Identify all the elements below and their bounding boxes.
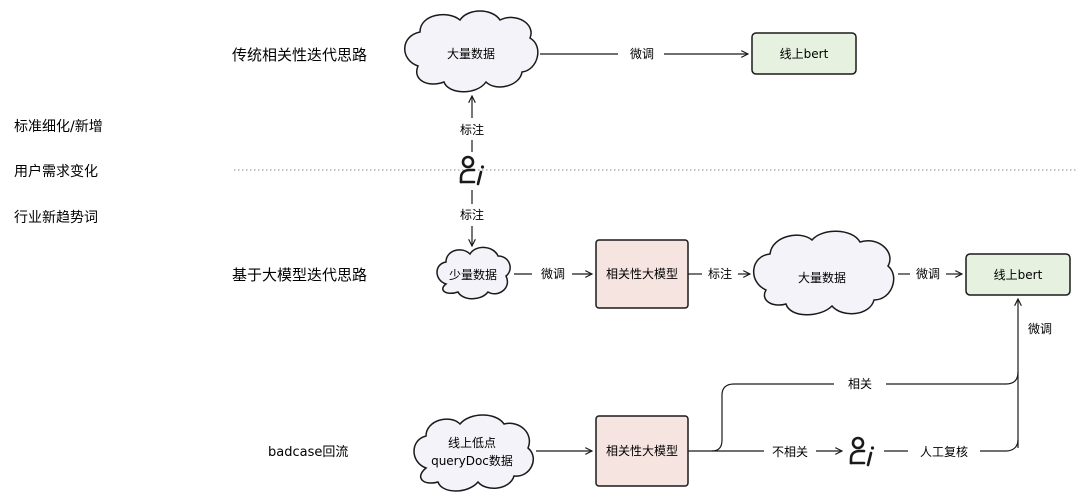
edge-mid-finetune1-label: 微调 [541,267,565,281]
reviewer-person-icon [849,436,875,467]
edge-annotate-up-label: 标注 [460,122,484,137]
edge-not-relevant-label: 不相关 [772,445,808,459]
edge-top-finetune-label: 微调 [630,47,654,61]
cloud-small-data-label: 少量数据 [449,267,497,282]
person-icon [459,155,485,186]
edge-manual-review-continued [980,439,1019,452]
edge-annotate-down-label: 标注 [460,207,484,222]
cloud-top-label: 大量数据 [447,46,495,61]
cloud-mid-large-data-label: 大量数据 [798,270,846,285]
box-bottom-llm-label: 相关性大模型 [606,444,678,458]
edge-vertical-finetune-label: 微调 [1028,322,1052,336]
edge-relevant [688,383,834,452]
box-top-online-bert-label: 线上bert [780,47,829,61]
edge-relevant-continued [886,371,1019,385]
label-standard-refine: 标准细化/新增 [14,119,103,135]
cloud-online-low-data-line1: 线上低点 [448,436,496,450]
label-user-demand: 用户需求变化 [14,163,98,180]
cloud-online-low-data [413,414,534,492]
edge-relevant-label: 相关 [848,377,872,391]
edge-mid-finetune2-label: 微调 [916,267,940,281]
edge-mid-annotate-label: 标注 [708,266,732,281]
box-top-online-bert [751,32,857,75]
label-industry-trend: 行业新趋势词 [14,210,98,226]
box-mid-online-bert [965,253,1071,296]
cloud-small-data [436,246,511,300]
edge-manual-review-label: 人工复核 [920,445,968,459]
label-badcase: badcase回流 [268,445,348,460]
box-mid-online-bert-label: 线上bert [994,268,1043,282]
label-traditional: 传统相关性迭代思路 [232,46,367,64]
label-llm-iteration: 基于大模型迭代思路 [232,266,367,284]
cloud-mid-large-data [752,230,895,316]
cloud-online-low-data-line2: queryDoc数据 [431,453,513,468]
box-mid-llm-label: 相关性大模型 [606,267,678,281]
cloud-top-large-data [404,10,539,93]
